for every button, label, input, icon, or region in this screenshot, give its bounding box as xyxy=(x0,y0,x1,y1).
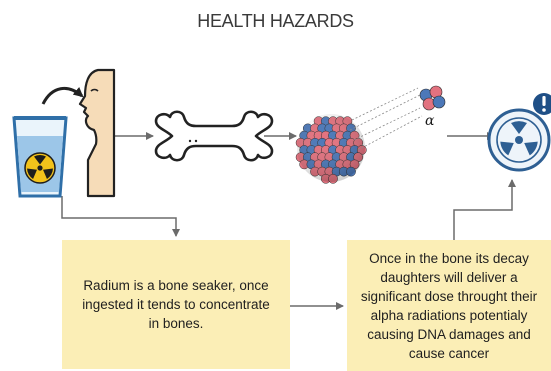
note-left-line: in bones. xyxy=(82,314,270,333)
note-left-line: Radium is a bone seaker, once xyxy=(82,276,270,295)
note-radium-bone-seeker: Radium is a bone seaker, once ingested i… xyxy=(62,240,290,369)
alpha-particle-icon xyxy=(420,86,445,110)
alpha-label: α xyxy=(425,113,434,129)
note-left-line: ingested it tends to concentrate xyxy=(82,295,270,314)
warning-badge-icon xyxy=(533,93,551,115)
note-right-line: causing DNA damages and xyxy=(361,325,537,344)
nucleus-shading xyxy=(297,114,365,182)
radioactive-trefoil-icon xyxy=(25,153,55,183)
note-right-line: cause cancer xyxy=(361,344,537,363)
glass-of-water-icon xyxy=(14,118,66,196)
note-right-line: Once in the bone its decay xyxy=(361,249,537,268)
arrow-glass-to-note xyxy=(62,196,176,236)
diagram-title: HEALTH HAZARDS xyxy=(0,11,551,32)
arrow-note-to-hazard xyxy=(454,180,512,240)
note-right-line: alpha radiations potentialy xyxy=(361,306,537,325)
note-right-line: significant dose throught their xyxy=(361,287,537,306)
bone-icon xyxy=(156,112,272,161)
drinking-arrow-icon xyxy=(43,88,82,104)
atomic-nucleus-icon xyxy=(296,114,366,183)
note-right-line: daughters will deliver a xyxy=(361,268,537,287)
human-profile-icon xyxy=(80,70,114,196)
note-decay-daughters: Once in the bone its decay daughters wil… xyxy=(347,240,551,371)
radiation-hazard-icon xyxy=(489,110,549,170)
